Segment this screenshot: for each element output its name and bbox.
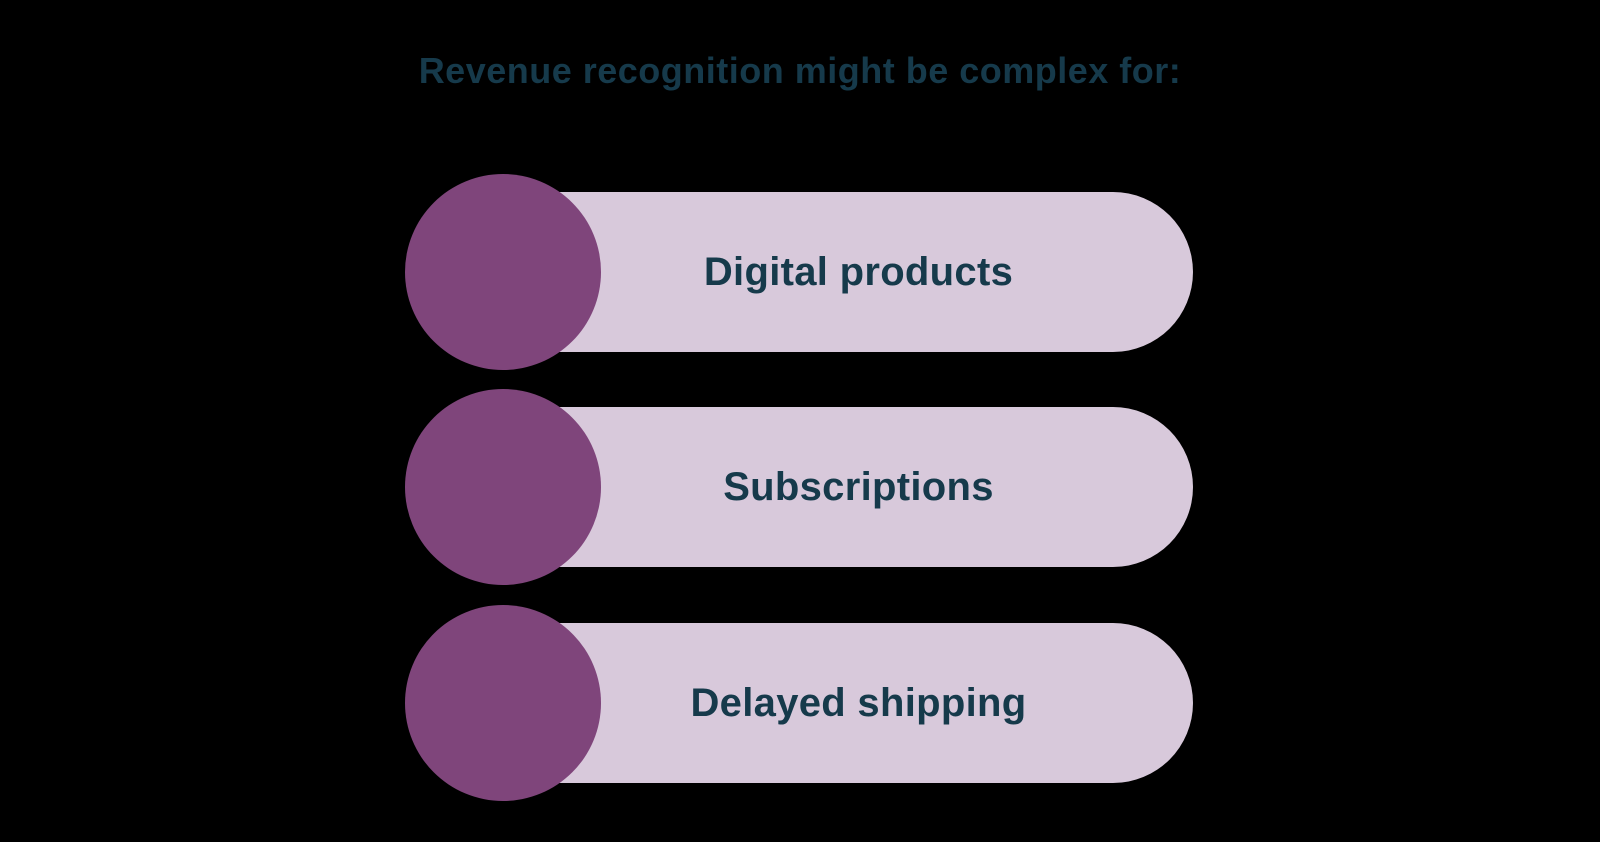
- list-item: Subscriptions: [0, 389, 1600, 585]
- list-item: Delayed shipping: [0, 605, 1600, 801]
- item-label: Subscriptions: [723, 464, 994, 509]
- item-label: Digital products: [703, 249, 1014, 294]
- item-bullet-circle: [405, 605, 601, 801]
- list-item: Digital products: [0, 174, 1600, 370]
- item-pill: Subscriptions: [502, 407, 1193, 567]
- item-bullet-circle: [405, 389, 601, 585]
- item-label: Delayed shipping: [690, 680, 1027, 725]
- item-pill: Digital products: [502, 192, 1193, 352]
- page-title: Revenue recognition might be complex for…: [418, 50, 1182, 91]
- item-bullet-circle: [405, 174, 601, 370]
- item-pill: Delayed shipping: [502, 623, 1193, 783]
